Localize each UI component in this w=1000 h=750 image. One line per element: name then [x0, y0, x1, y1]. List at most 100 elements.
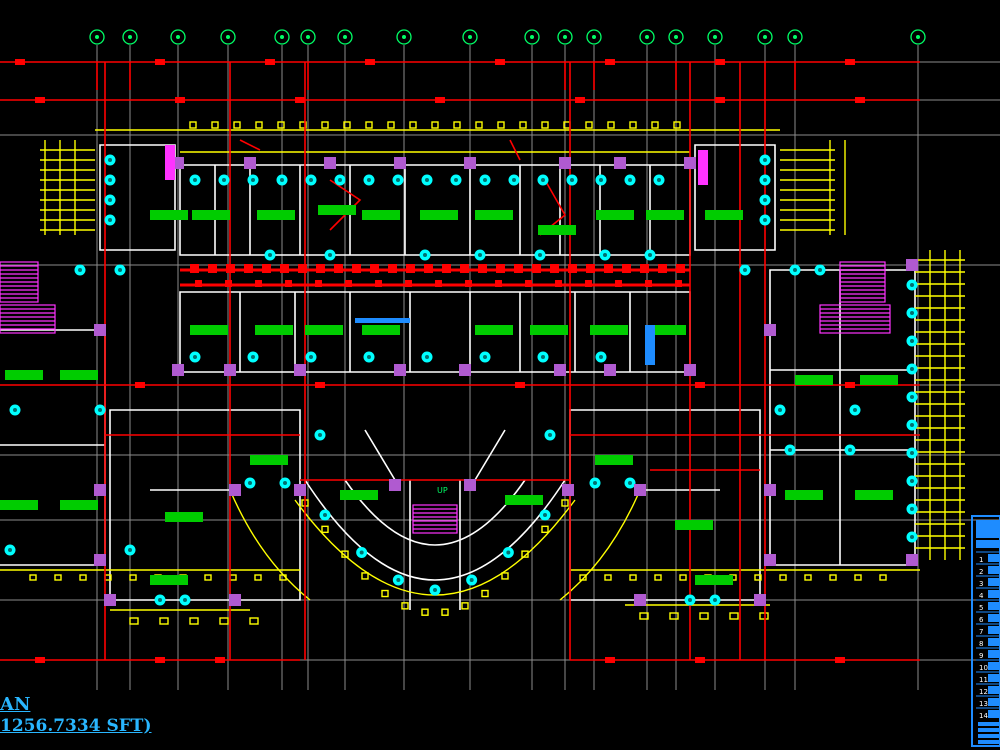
structural-column — [464, 479, 476, 491]
outlet-symbol — [421, 608, 429, 616]
outlet-symbol — [669, 612, 679, 620]
outlet-symbol — [321, 121, 329, 129]
structural-column — [559, 157, 571, 169]
wiring-junction — [334, 264, 343, 273]
outlet-symbol — [497, 121, 505, 129]
light-fixture-center — [328, 253, 332, 257]
wiring-junction — [605, 657, 615, 663]
outlet-symbol — [521, 550, 529, 558]
light-fixture-center — [367, 178, 371, 182]
light-fixture-center — [778, 408, 782, 412]
wiring-junction — [604, 264, 613, 273]
light-fixture-center — [628, 178, 632, 182]
blackboard — [538, 225, 576, 235]
grid-bubble-dot — [563, 35, 567, 39]
grid-bubble-dot — [226, 35, 230, 39]
structural-column — [324, 157, 336, 169]
blackboard — [505, 495, 543, 505]
light-fixture-center — [309, 178, 313, 182]
light-fixture-center — [183, 598, 187, 602]
structural-column — [764, 484, 776, 496]
panel-table-subheader — [976, 540, 1000, 548]
blackboard — [675, 520, 713, 530]
outlet-symbol — [189, 617, 199, 625]
light-fixture-center — [425, 178, 429, 182]
wiring-junction — [568, 264, 577, 273]
light-fixture-center — [628, 481, 632, 485]
outlet-symbol — [409, 121, 417, 129]
green-boards — [0, 205, 898, 585]
structural-column — [604, 364, 616, 376]
panel-table-row-number: 1 — [979, 556, 983, 564]
structural-column — [104, 594, 116, 606]
light-fixture-center — [910, 535, 914, 539]
stairs — [0, 261, 891, 534]
panel-table-fill — [978, 728, 1000, 732]
structural-column — [229, 484, 241, 496]
wiring-junction — [695, 657, 705, 663]
wiring-junction — [352, 264, 361, 273]
outlet-symbol — [189, 121, 197, 129]
outlet-symbol — [639, 612, 649, 620]
wiring-junction — [435, 280, 442, 287]
blackboard — [596, 210, 634, 220]
light-fixture-center — [280, 178, 284, 182]
wiring-junction — [845, 59, 855, 65]
blackboard — [255, 325, 293, 335]
outlet-symbol — [679, 574, 687, 581]
panel-table-row-number: 4 — [979, 592, 984, 600]
outlet-symbol — [277, 121, 285, 129]
light-fixture-center — [108, 158, 112, 162]
panel-table-cell — [988, 650, 1000, 658]
light-fixture-center — [13, 408, 17, 412]
structural-column — [172, 364, 184, 376]
light-fixture-center — [512, 178, 516, 182]
structural-column — [754, 594, 766, 606]
sw-block-outline — [109, 409, 301, 601]
structural-column — [634, 594, 646, 606]
panel-table-cell — [988, 686, 1000, 694]
outlet-symbol — [401, 602, 409, 610]
panel-table-row-number: 12 — [979, 688, 988, 696]
wiring-junction — [715, 97, 725, 103]
light-fixture-center — [910, 283, 914, 287]
structural-column — [554, 364, 566, 376]
grid-bubble — [337, 29, 353, 45]
wiring-junction — [190, 264, 199, 273]
grid-bubble-dot — [916, 35, 920, 39]
wiring-junction — [388, 264, 397, 273]
panel-table-cell — [988, 710, 1000, 718]
light-fixture-center — [648, 253, 652, 257]
blackboard — [190, 325, 228, 335]
structural-column — [906, 554, 918, 566]
grid-bubble — [910, 29, 926, 45]
light-fixture-center — [541, 355, 545, 359]
light-fixture-center — [763, 158, 767, 162]
wiring-junction — [442, 264, 451, 273]
light-fixture-center — [603, 253, 607, 257]
light-fixture-center — [454, 178, 458, 182]
panel-table-cell — [988, 578, 1000, 586]
structural-column — [764, 324, 776, 336]
outlet-symbol — [461, 602, 469, 610]
blackboard — [362, 210, 400, 220]
outlet-symbol — [361, 572, 369, 580]
outlet-symbol — [211, 121, 219, 129]
blackboard — [595, 455, 633, 465]
panel-table-row-number: 3 — [979, 580, 983, 588]
outlet-symbol — [233, 121, 241, 129]
structural-column — [244, 157, 256, 169]
blackboard — [318, 205, 356, 215]
grid-bubble — [274, 29, 290, 45]
drawing-area: 1256.7334 SFT) — [0, 716, 152, 736]
wiring-junction — [405, 280, 412, 287]
fixture-run — [229, 489, 311, 601]
outlet-symbol — [475, 121, 483, 129]
light-fixture-center — [910, 367, 914, 371]
panel-table-row-number: 14 — [979, 712, 988, 720]
light-fixture-center — [8, 548, 12, 552]
grid-bubble — [524, 29, 540, 45]
light-fixture-center — [423, 253, 427, 257]
blackboard — [590, 325, 628, 335]
